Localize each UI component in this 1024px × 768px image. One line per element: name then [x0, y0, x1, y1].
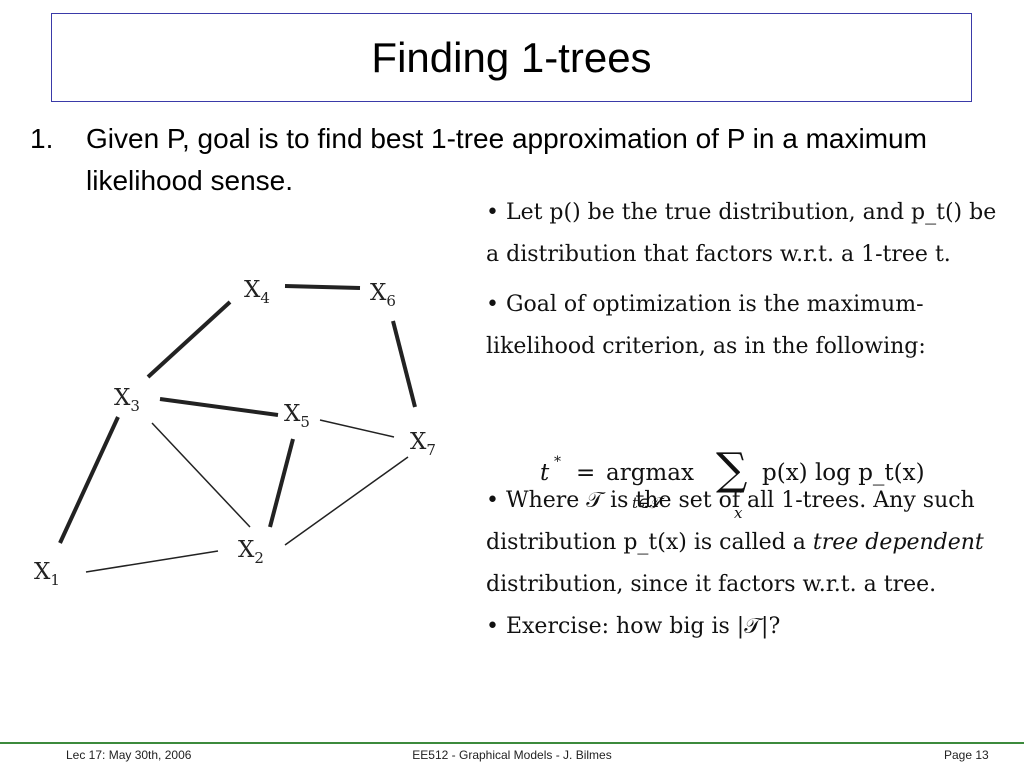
graph-diagram: X4 X6 X3 X5 X7 X1 X2: [34, 277, 436, 589]
footer-page: Page 13: [944, 748, 989, 762]
edge-x3-x2: [151, 422, 251, 528]
where-text-c: distribution, since it factors w.r.t. a …: [486, 572, 937, 597]
formula-lhs: t: [540, 460, 550, 486]
node-x1: X1: [34, 559, 60, 589]
node-x7: X7: [410, 429, 436, 459]
point-number: 1.: [30, 123, 54, 154]
node-x6: X6: [370, 280, 396, 310]
paragraph-where: • Where 𝒯 is the set of all 1-trees. Any…: [486, 480, 1006, 606]
edge-x7-x2: [284, 456, 409, 546]
argmax-formula: t * = argmax t∈𝒯 ∑ x p(x) log p_t(x): [540, 444, 960, 522]
footer-lecture: Lec 17: May 30th, 2006: [66, 748, 192, 762]
formula-sum-symbol: ∑: [716, 444, 748, 495]
tree-dependent-text: tree dependent: [812, 530, 984, 555]
edge-x1-x2: [85, 550, 219, 573]
edge-x3-x1: [58, 416, 120, 544]
formula-rhs: p(x) log p_t(x): [762, 460, 925, 486]
where-text-a: • Where 𝒯 is the set of all 1-trees. Any…: [486, 488, 975, 555]
edge-x6-x7: [391, 320, 417, 408]
slide-title: Finding 1-trees: [371, 33, 652, 81]
edge-x4-x6: [284, 284, 361, 290]
footer-divider: [0, 742, 1024, 744]
paragraph-definition: • Let p() be the true distribution, and …: [486, 200, 997, 267]
formula-argmax: argmax: [606, 460, 694, 486]
node-x2: X2: [238, 537, 264, 567]
node-x3: X3: [114, 385, 140, 415]
node-x4: X4: [244, 277, 270, 307]
right-text-block: • Let p() be the true distribution, and …: [486, 192, 1006, 648]
edge-x5-x7: [319, 419, 395, 438]
paragraph-goal: • Goal of optimization is the maximum-li…: [486, 292, 926, 359]
title-box: Finding 1-trees: [51, 13, 972, 102]
paragraph-exercise: • Exercise: how big is |𝒯|?: [486, 614, 781, 639]
node-x5: X5: [284, 401, 310, 431]
formula-star: *: [554, 454, 561, 470]
point-text: Given P, goal is to find best 1-tree app…: [86, 123, 927, 196]
formula-argmax-subscript: t∈𝒯: [632, 494, 661, 512]
formula-equals: =: [576, 460, 596, 486]
edge-x3-x5: [159, 397, 279, 417]
edge-x5-x2: [268, 438, 295, 528]
footer-course: EE512 - Graphical Models - J. Bilmes: [412, 748, 612, 762]
formula-sum-subscript: x: [734, 504, 743, 522]
edge-x4-x3: [146, 300, 232, 379]
